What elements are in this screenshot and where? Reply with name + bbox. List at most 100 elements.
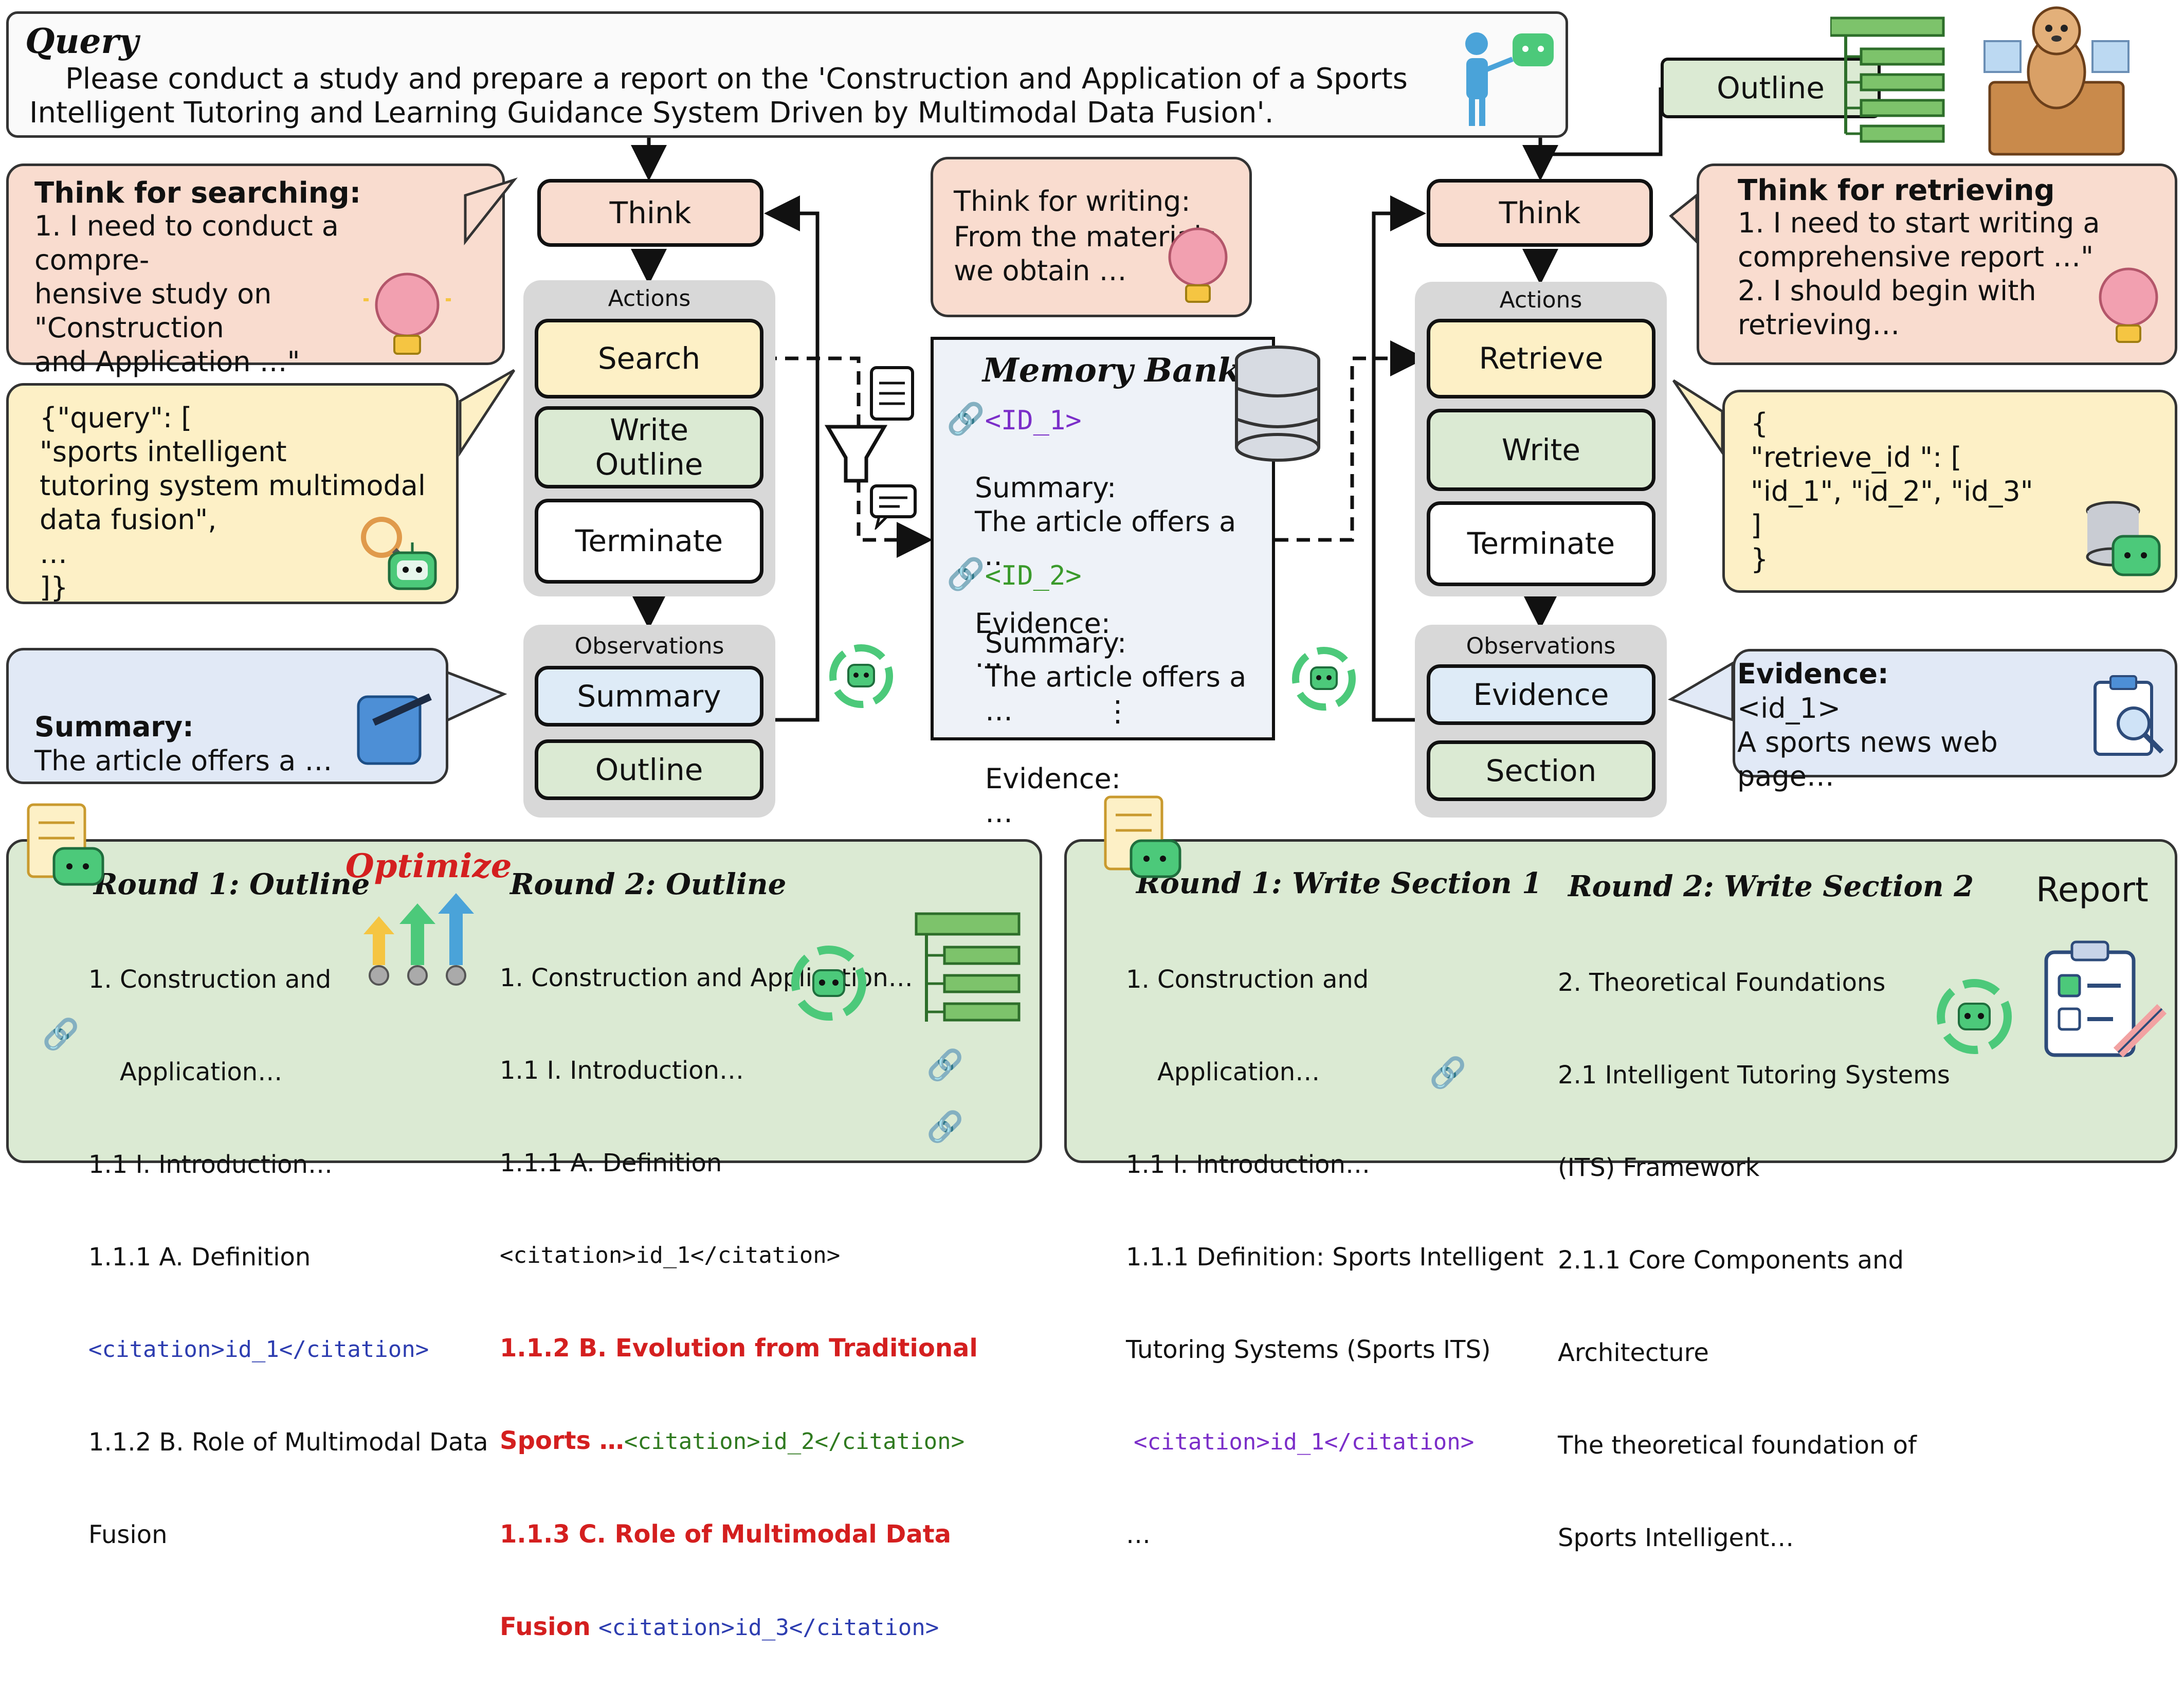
memory-entry-2-evidence-text: … <box>985 796 1013 829</box>
summary-body: The article offers a … <box>34 745 333 777</box>
outline-round2-new1-line: Sports …<citation>id_2</citation> <box>500 1425 965 1457</box>
right-action-retrieve-label: Retrieve <box>1479 341 1604 376</box>
database-robot-icon <box>2086 501 2161 576</box>
left-action-write-outline[interactable]: Write Outline <box>535 406 763 488</box>
outline-box: Outline <box>1661 58 1881 118</box>
outline-label: Outline <box>1717 70 1825 105</box>
memory-bank: Memory Bank 🔗<ID_1> Summary: The article… <box>931 337 1275 829</box>
outline-round1-line: Application… <box>88 1058 283 1086</box>
brain-lightbulb-icon <box>1168 227 1228 303</box>
section-round2-line: 2.1.1 Core Components and <box>1558 1246 1904 1275</box>
outline-tree-icon <box>1830 16 1945 143</box>
checklist-robot-icon <box>27 803 104 886</box>
retrieve-ids-bubble: { "retrieve_id ": [ "id_1", "id_2", "id_… <box>1722 390 2177 593</box>
summary-text: Summary: The article offers a … <box>34 676 363 778</box>
memory-entry-2-summary-label: Summary: <box>985 627 1127 659</box>
right-obs-evidence-label: Evidence <box>1473 677 1609 712</box>
right-action-retrieve[interactable]: Retrieve <box>1427 319 1655 398</box>
section-round2-line: Architecture <box>1558 1338 1709 1367</box>
cycle-agent-icon <box>1937 979 2012 1054</box>
left-observations-title: Observations <box>574 633 724 659</box>
right-action-terminate[interactable]: Terminate <box>1427 501 1655 586</box>
outline-round1-line: 1.1 I. Introduction… <box>88 1150 333 1179</box>
think-searching-bubble: Think for searching: 1. I need to conduc… <box>6 164 505 412</box>
section-round1-line: Application… <box>1126 1058 1320 1086</box>
section-round1-line: 1.1 I. Introduction… <box>1126 1150 1370 1179</box>
optimize-label: Optimize <box>345 847 512 885</box>
section-round2-line: Sports Intelligent… <box>1558 1523 1794 1552</box>
right-obs-section[interactable]: Section <box>1427 740 1655 801</box>
think-retrieving-title: Think for retrieving <box>1738 174 2055 207</box>
memory-entry-1-evidence-label: Evidence: <box>975 607 1111 640</box>
left-obs-summary-label: Summary <box>577 678 721 714</box>
outline-round2-new2-citation: <citation>id_3</citation> <box>598 1615 939 1641</box>
link-icon: 🔗 <box>947 556 985 592</box>
outline-round1-body: 1. Construction and Application… 1.1 I. … <box>88 902 488 1612</box>
memory-entry-2-evidence: Evidence: … <box>947 728 1265 830</box>
brain-lightbulb-icon <box>2099 267 2158 343</box>
memory-entry-1: 🔗<ID_1> Summary: The article offers a … … <box>947 401 1265 675</box>
outline-round2-new2b: Fusion <box>500 1612 591 1641</box>
query-text: Please conduct a study and prepare a rep… <box>29 62 1408 130</box>
document-icon <box>870 366 914 421</box>
outline-round2-new2: 1.1.3 C. Role of Multimodal Data <box>500 1520 952 1549</box>
outline-round2-new1: 1.1.2 B. Evolution from Traditional <box>500 1334 978 1363</box>
left-actions-title: Actions <box>608 285 691 312</box>
message-icon <box>870 484 917 530</box>
cycle-agent-icon <box>829 644 893 708</box>
note-pen-icon <box>357 693 432 765</box>
search-query-json: {"query": [ "sports intelligent tutoring… <box>40 402 426 604</box>
evidence-title: Evidence: <box>1737 658 1889 690</box>
think-writing-title: Think for writing: <box>954 185 1191 217</box>
memory-bank-title: Memory Bank <box>982 351 1241 390</box>
funnel-icon <box>824 425 888 483</box>
left-obs-summary[interactable]: Summary <box>535 666 763 727</box>
link-icon: 🔗 <box>42 1017 80 1051</box>
link-icon: 🔗 <box>1429 1055 1467 1090</box>
outline-round2-line: 1.1.1 A. Definition <box>500 1149 722 1177</box>
query-title: Query <box>25 21 139 61</box>
outline-round1-title: Round 1: Outline <box>94 867 370 901</box>
outline-round1-citation: <citation>id_1</citation> <box>88 1336 429 1363</box>
evidence-bubble: Evidence: <id_1> A sports news web page… <box>1733 649 2177 792</box>
right-think-label: Think <box>1499 195 1581 230</box>
left-action-terminate-label: Terminate <box>575 523 723 559</box>
left-obs-outline[interactable]: Outline <box>535 739 763 800</box>
left-action-search-label: Search <box>597 341 701 376</box>
left-obs-outline-label: Outline <box>595 752 703 787</box>
meerkat-mascot-icon <box>1983 6 2130 156</box>
section-round2-line: 2. Theoretical Foundations <box>1558 968 1886 997</box>
left-think-label: Think <box>609 195 691 230</box>
left-think-node[interactable]: Think <box>537 179 763 247</box>
person-presenting-icon <box>1465 32 1554 126</box>
right-action-write[interactable]: Write <box>1427 409 1655 491</box>
section-panel: Round 1: Write Section 1 1. Construction… <box>1064 839 2177 1552</box>
section-round1-line: 1. Construction and <box>1126 965 1369 994</box>
database-cylinder-icon <box>1235 346 1320 462</box>
optimize-arrows-icon <box>363 893 474 986</box>
left-action-terminate[interactable]: Terminate <box>535 499 763 584</box>
outline-round1-line: 1.1.1 A. Definition <box>88 1243 311 1272</box>
link-icon: 🔗 <box>926 1109 964 1144</box>
outline-round2-citation: <citation>id_1</citation> <box>500 1242 841 1268</box>
right-obs-evidence[interactable]: Evidence <box>1427 664 1655 725</box>
section-round1-line: Tutoring Systems (Sports ITS) <box>1126 1335 1491 1364</box>
outline-round2-new1-citation: <citation>id_2</citation> <box>624 1428 965 1455</box>
memory-entry-2-evidence-label: Evidence: <box>985 763 1121 795</box>
right-think-node[interactable]: Think <box>1427 179 1653 247</box>
left-action-search[interactable]: Search <box>535 319 763 398</box>
report-label: Report <box>2036 870 2149 910</box>
outline-tree-icon <box>915 912 1021 1022</box>
summary-bubble: Summary: The article offers a … <box>6 648 448 784</box>
report-icon <box>2044 940 2167 1058</box>
outline-round2-new2-line: Fusion <citation>id_3</citation> <box>500 1611 962 1643</box>
think-writing-bubble: Think for writing: From the materials we… <box>931 157 1252 317</box>
memory-entry-2-summary: Summary: The article offers a … <box>947 592 1265 728</box>
right-action-terminate-label: Terminate <box>1467 526 1615 561</box>
section-round2-title: Round 2: Write Section 2 <box>1568 869 1974 903</box>
outline-round1-line: 1. Construction and <box>88 965 332 994</box>
section-round1-citation: <citation>id_1</citation> <box>1134 1429 1475 1455</box>
right-action-write-label: Write <box>1501 432 1581 467</box>
think-writing-body: From the materials we obtain … <box>954 221 1216 287</box>
section-round2-line: 2.1 Intelligent Tutoring Systems <box>1558 1061 1950 1090</box>
